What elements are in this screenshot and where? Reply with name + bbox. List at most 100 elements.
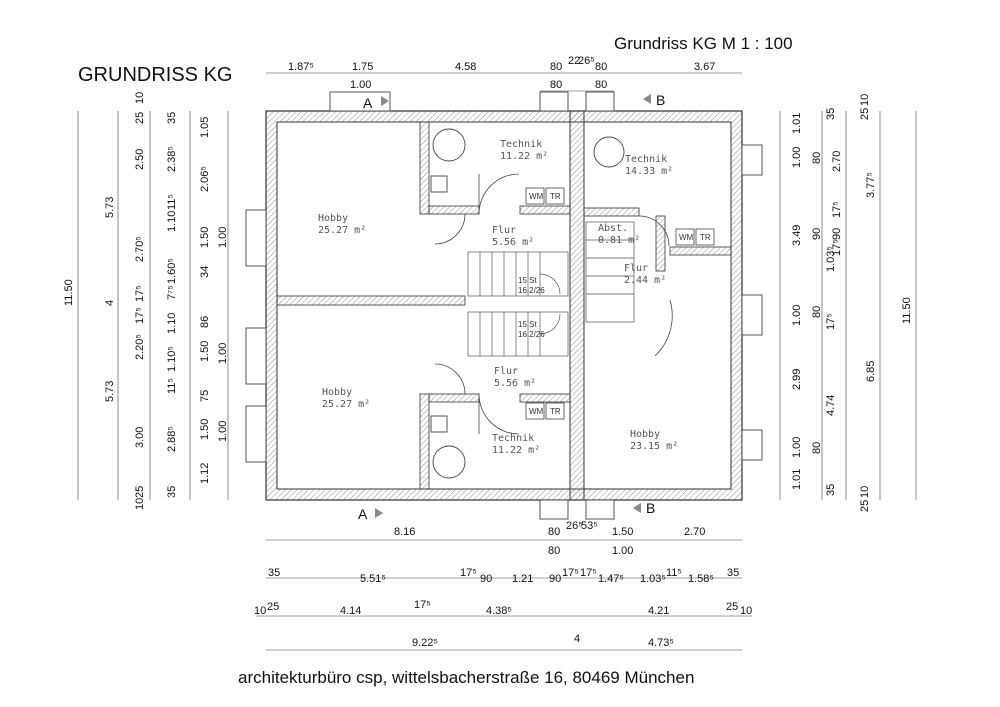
dim-text: 25 bbox=[134, 486, 146, 498]
dim-text: 5.73 bbox=[104, 381, 116, 402]
room-area: 11.22 m² bbox=[492, 445, 540, 456]
dim-text: 80 bbox=[595, 61, 607, 73]
dim-text: 1.21 bbox=[512, 573, 533, 585]
dim-text: 75 bbox=[199, 390, 211, 402]
dim-text: 3.00 bbox=[134, 427, 146, 448]
dim-text: 1.50 bbox=[199, 341, 211, 362]
dims-top: 1.87⁵ 1.75 4.58 80 22 26⁵ 80 3.67 1.00 8… bbox=[288, 55, 715, 91]
dim-text: 11.50 bbox=[901, 297, 913, 324]
dryer-label: TR bbox=[700, 233, 711, 242]
dim-text: 1.00 bbox=[350, 79, 371, 91]
dim-text: 35 bbox=[727, 567, 739, 579]
dim-text: 22 bbox=[568, 55, 580, 67]
room-name: Flur bbox=[492, 225, 516, 236]
dim-text: 80 bbox=[595, 79, 607, 91]
dim-text: 4.21 bbox=[648, 605, 669, 617]
room-name: Hobby bbox=[322, 387, 352, 398]
dim-text: 8.16 bbox=[394, 526, 415, 538]
dim-text: 35 bbox=[166, 112, 178, 124]
stair-label: 16.2/26 bbox=[518, 286, 545, 295]
dim-text: 1.60⁵ bbox=[166, 258, 178, 284]
dim-text: 4 bbox=[574, 633, 580, 645]
dim-text: 25 bbox=[726, 601, 738, 613]
dim-text: 1.58⁵ bbox=[688, 573, 714, 585]
dim-text: 4 bbox=[104, 300, 116, 306]
dim-text: 90 bbox=[811, 228, 823, 240]
room-name: Hobby bbox=[630, 429, 660, 440]
dim-text: 1.50 bbox=[612, 526, 633, 538]
dim-text: 3.49 bbox=[791, 225, 803, 246]
room-area: 0.81 m² bbox=[598, 235, 640, 246]
dim-text: 1.47⁵ bbox=[598, 573, 624, 585]
dim-text: 1.10 bbox=[166, 211, 178, 232]
room-name: Flur bbox=[494, 366, 518, 377]
room-name: Hobby bbox=[318, 213, 348, 224]
room-area: 14.33 m² bbox=[625, 166, 673, 177]
dim-text: 3.67 bbox=[694, 61, 715, 73]
stair-label: 15 St bbox=[518, 320, 537, 329]
dim-text: 10 bbox=[254, 605, 266, 617]
technik-tanks bbox=[430, 128, 625, 479]
dim-text: 7⁷⁵ bbox=[166, 285, 178, 300]
dim-text: 26⁵ bbox=[578, 55, 595, 67]
washer-dryer-units: WM TR WM TR WM TR bbox=[525, 187, 715, 420]
dim-text: 1.87⁵ bbox=[288, 61, 314, 73]
stairs bbox=[467, 221, 635, 357]
dim-text: 90 bbox=[480, 573, 492, 585]
dim-text: 1.10⁵ bbox=[166, 346, 178, 372]
dims-left: 11.50 5.73 4 5.73 25 10 2.50 2.70⁵ 17⁵ 1… bbox=[63, 92, 229, 510]
room-name: Technik bbox=[500, 139, 542, 150]
dim-text: 1.12 bbox=[199, 463, 211, 484]
dim-text: 4.74 bbox=[825, 395, 837, 416]
dryer-label: TR bbox=[550, 192, 561, 201]
dim-text: 35 bbox=[825, 484, 837, 496]
dim-text: 80 bbox=[550, 79, 562, 91]
dim-text: 80 bbox=[548, 545, 560, 557]
dim-text: 1.00 bbox=[217, 421, 229, 442]
dim-text: 11.50 bbox=[63, 279, 75, 306]
dim-text: 25 bbox=[267, 601, 279, 613]
dim-text: 10 bbox=[740, 605, 752, 617]
dim-text: 1.03⁵ bbox=[640, 573, 666, 585]
dim-text: 25 bbox=[859, 500, 871, 512]
dim-text: 80 bbox=[811, 152, 823, 164]
washer-label: WM bbox=[679, 233, 694, 242]
dim-text: 90 bbox=[549, 573, 561, 585]
dim-text: 17⁵ bbox=[825, 313, 837, 330]
dims-bottom: 8.16 80 26⁵ 53⁵ 1.50 2.70 80 1.00 35 5.5… bbox=[254, 520, 752, 649]
room-name: Abst. bbox=[598, 223, 628, 234]
dim-text: 10 bbox=[859, 94, 871, 106]
dim-text: 17⁵ bbox=[134, 285, 146, 302]
washer-label: WM bbox=[529, 192, 544, 201]
dim-text: 1.75 bbox=[352, 61, 373, 73]
room-area: 25.27 m² bbox=[318, 225, 366, 236]
dim-text: 35 bbox=[825, 108, 837, 120]
room-name: Technik bbox=[625, 154, 667, 165]
dim-text: 86 bbox=[199, 316, 211, 328]
doors bbox=[434, 173, 673, 435]
architect-credit: architekturbüro csp, wittelsbacherstraße… bbox=[238, 668, 694, 687]
dim-text: 17⁵ bbox=[831, 239, 843, 256]
dim-text: 1.01 bbox=[791, 113, 803, 134]
section-a-bottom: A bbox=[358, 506, 368, 522]
dim-text: 1.01 bbox=[791, 469, 803, 490]
dim-text: 80 bbox=[811, 306, 823, 318]
dim-text: 90 bbox=[831, 228, 843, 240]
section-a-top: A bbox=[363, 95, 373, 111]
dim-text: 1.50 bbox=[199, 419, 211, 440]
dim-text: 17⁵ bbox=[580, 567, 597, 579]
room-labels: Hobby 25.27 m² Technik 11.22 m² Flur 5.5… bbox=[318, 139, 678, 456]
dim-text: 5.73 bbox=[104, 197, 116, 218]
dim-text: 10 bbox=[134, 92, 146, 104]
dims-right: 1.01 1.00 3.49 1.00 2.99 1.00 1.01 35 80… bbox=[791, 94, 913, 512]
dim-text: 2.70 bbox=[684, 526, 705, 538]
dimension-lines bbox=[77, 72, 917, 651]
dim-text: 80 bbox=[811, 442, 823, 454]
drawing-scale-title: Grundriss KG M 1 : 100 bbox=[614, 34, 793, 53]
dim-text: 1.00 bbox=[791, 147, 803, 168]
dim-text: 11⁵ bbox=[166, 378, 178, 394]
dim-text: 4.14 bbox=[340, 605, 361, 617]
room-area: 5.56 m² bbox=[494, 378, 536, 389]
dim-text: 25 bbox=[134, 112, 146, 124]
dim-text: 2.70 bbox=[831, 151, 843, 172]
